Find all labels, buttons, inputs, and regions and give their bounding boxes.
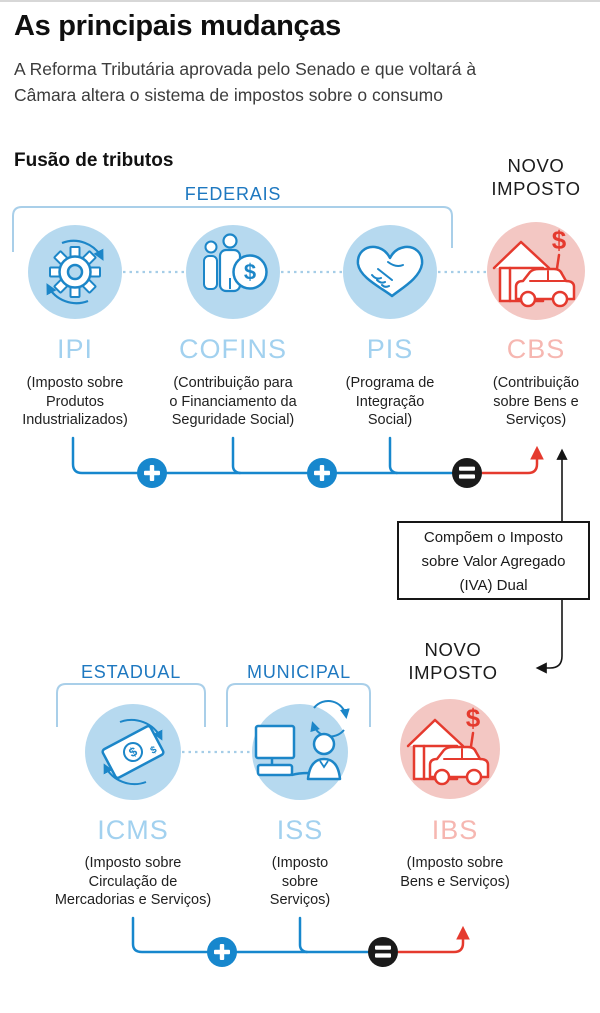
plus-icon: [307, 458, 337, 488]
iva-note-box: Compõem o Imposto sobre Valor Agregado (…: [397, 521, 590, 600]
handshake-heart-icon: [356, 245, 424, 298]
tax-desc-cofins: (Contribuição para o Financiamento da Se…: [169, 375, 297, 428]
dollar-glyph: $: [149, 744, 159, 757]
federais-bracket: [12, 206, 453, 252]
top-divider: [0, 0, 600, 2]
iva-arrow-to-novo: [535, 597, 563, 674]
novo-imposto-label-federal: NOVO IMPOSTO: [491, 155, 581, 199]
estadual-bracket: [56, 683, 206, 727]
red-arrow-to-cbs: [482, 445, 544, 475]
tax-name-ipi: IPI: [56, 334, 93, 364]
equals-icon: [452, 458, 482, 488]
municipal-bracket: [226, 683, 371, 727]
gear-sync-icon: [46, 239, 104, 305]
people-coin-icon: $: [203, 233, 268, 293]
tax-desc-icms: (Imposto sobre Circulação de Mercadorias…: [54, 855, 212, 908]
tax-name-cofins: COFINS: [178, 334, 287, 364]
federal-equation-lines: [71, 436, 454, 475]
red-arrow-to-ibs: [398, 925, 470, 954]
tax-desc-cbs: (Contribuição sobre Bens e Serviços): [492, 375, 580, 428]
tax-desc-ibs: (Imposto sobre Bens e Serviços): [400, 855, 510, 890]
page-title: As principais mudanças: [14, 10, 342, 42]
tax-desc-iss: (Imposto sobre Serviços): [269, 855, 331, 908]
group-label-municipal: MUNICIPAL: [247, 662, 351, 682]
group-label-estadual: ESTADUAL: [80, 662, 182, 682]
tax-desc-ipi: (Imposto sobre Produtos Industrializados…: [22, 375, 128, 428]
tax-name-icms: ICMS: [97, 815, 169, 845]
group-label-federais: FEDERAIS: [184, 184, 282, 204]
computer-worker-icon: [254, 700, 350, 781]
plus-icon: [207, 937, 237, 967]
dotted-connectors: [123, 270, 487, 754]
tax-name-iss: ISS: [276, 815, 324, 845]
equals-icon: [368, 937, 398, 967]
plus-icon: [137, 458, 167, 488]
novo-imposto-label-state: NOVO IMPOSTO: [408, 639, 498, 683]
dollar-glyph: $: [244, 260, 256, 285]
section-heading-fusao: Fusão de tributos: [14, 150, 174, 171]
money-bill-sync-icon: $ $: [101, 718, 165, 786]
tax-desc-pis: (Programa de Integração Social): [345, 375, 435, 428]
tax-name-ibs: IBS: [431, 815, 479, 845]
tax-name-pis: PIS: [366, 334, 414, 364]
state-equation-lines: [131, 916, 370, 954]
page-subtitle: A Reforma Tributária aprovada pelo Senad…: [14, 59, 477, 105]
tax-name-cbs: CBS: [506, 334, 566, 364]
